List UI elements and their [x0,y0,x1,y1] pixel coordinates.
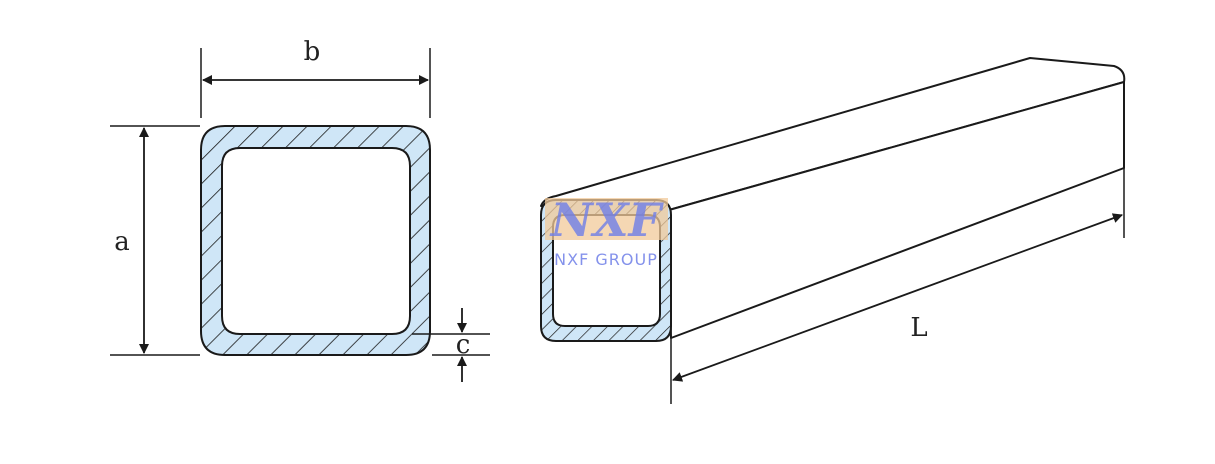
watermark-logo: NXF [549,193,665,247]
watermark-text: NXF GROUP [554,250,658,269]
height-label: a [114,227,130,257]
length-dimension-line [672,213,1123,382]
width-dimension: b [200,37,431,118]
cross-section: b a c [110,37,490,382]
watermark: NXF NXF GROUP [545,193,668,269]
width-label: b [304,37,321,67]
thickness-dimension: c [412,308,490,382]
watermark-logo-background [545,198,668,240]
height-dimension: a [110,125,200,356]
length-dimension: L [670,168,1125,404]
tube-3d-view: L NXF NXF GROUP [540,57,1126,404]
tube-wall-hatched [200,125,431,356]
length-label: L [910,313,927,343]
thickness-label: c [456,330,471,360]
